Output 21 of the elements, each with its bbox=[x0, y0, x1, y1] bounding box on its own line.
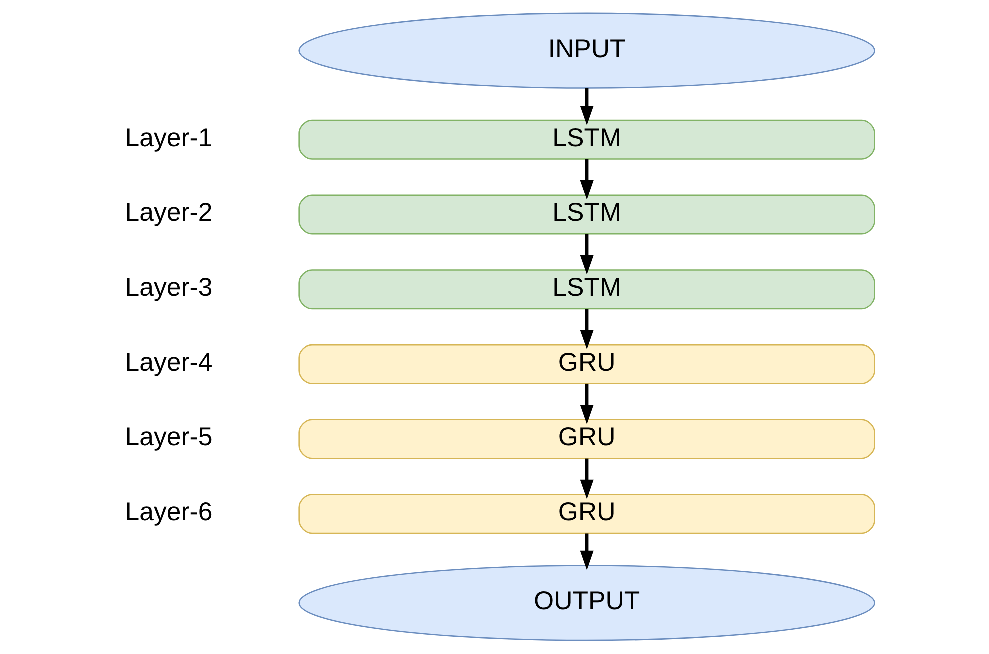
node-ellipse: INPUT bbox=[298, 12, 876, 89]
node-label: Layer-6 bbox=[125, 498, 213, 527]
node-box: GRU bbox=[298, 419, 876, 460]
node-ellipse: OUTPUT bbox=[298, 565, 876, 642]
arrow bbox=[580, 234, 594, 275]
arrow bbox=[580, 384, 594, 424]
node-label: Layer-4 bbox=[125, 348, 213, 377]
arrow bbox=[580, 309, 594, 350]
node-box: GRU bbox=[298, 494, 876, 534]
node-box: LSTM bbox=[298, 194, 876, 235]
node-box: LSTM bbox=[298, 270, 876, 310]
node-box: GRU bbox=[298, 344, 876, 384]
arrow bbox=[580, 88, 594, 126]
arrow bbox=[580, 159, 594, 200]
node-label: Layer-5 bbox=[125, 424, 213, 452]
node-box: LSTM bbox=[298, 120, 876, 160]
node-label: Layer-3 bbox=[125, 274, 213, 302]
arrow bbox=[580, 534, 594, 570]
node-label: Layer-1 bbox=[125, 124, 213, 152]
node-label: Layer-2 bbox=[125, 199, 213, 228]
arrow bbox=[580, 458, 594, 500]
